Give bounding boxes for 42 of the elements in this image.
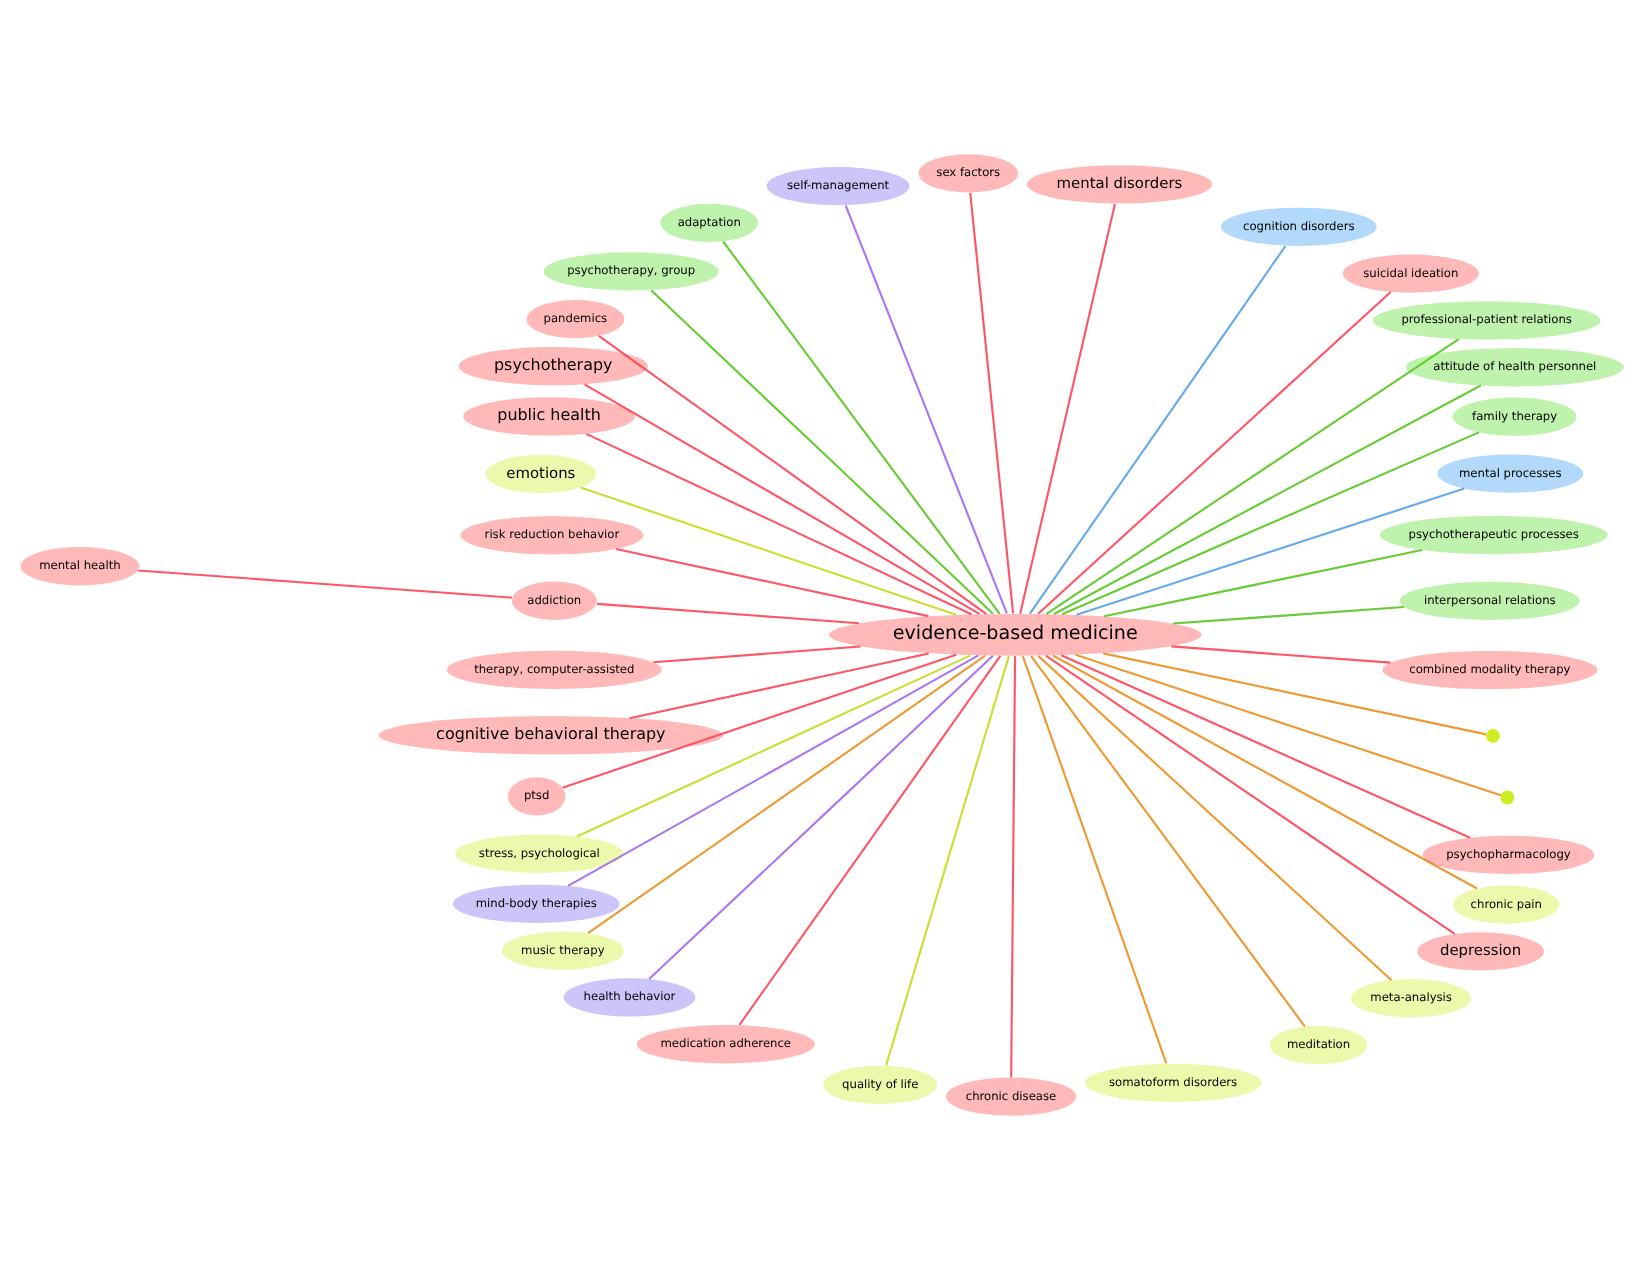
connector [562, 652, 957, 788]
connector [615, 547, 929, 617]
connector [1045, 653, 1456, 934]
connector [653, 644, 861, 663]
connector [598, 334, 987, 614]
connector [583, 382, 980, 614]
connector [1019, 202, 1116, 613]
node-ellipse: evidence-based medicine [828, 612, 1202, 655]
connector [587, 653, 986, 933]
connector [576, 653, 971, 837]
connector [844, 204, 1008, 613]
connector [1037, 654, 1393, 980]
connector [1037, 290, 1392, 614]
connector [722, 239, 1001, 614]
connector [138, 568, 512, 598]
connector [1102, 651, 1487, 735]
connector [885, 654, 1010, 1065]
connector [1103, 547, 1423, 617]
connector [1075, 652, 1502, 796]
connector [585, 431, 972, 615]
connector [580, 485, 957, 615]
connector [1010, 655, 1017, 1077]
connector [738, 654, 1002, 1025]
connector [596, 601, 859, 624]
connector [1061, 430, 1480, 615]
connector [1060, 653, 1471, 838]
connector [648, 654, 994, 979]
connector [650, 288, 994, 614]
connector [1171, 644, 1391, 663]
node-circle [1500, 789, 1515, 804]
connector [567, 653, 979, 886]
connector [1172, 604, 1405, 624]
connector [1029, 244, 1287, 614]
connector [629, 651, 929, 719]
connector [969, 191, 1015, 613]
connector [1052, 653, 1478, 889]
connector [1021, 654, 1168, 1063]
connector [1053, 383, 1482, 614]
connector [1076, 486, 1465, 615]
connector [1030, 654, 1306, 1027]
node-circle [1486, 727, 1500, 742]
connector [1046, 337, 1460, 614]
